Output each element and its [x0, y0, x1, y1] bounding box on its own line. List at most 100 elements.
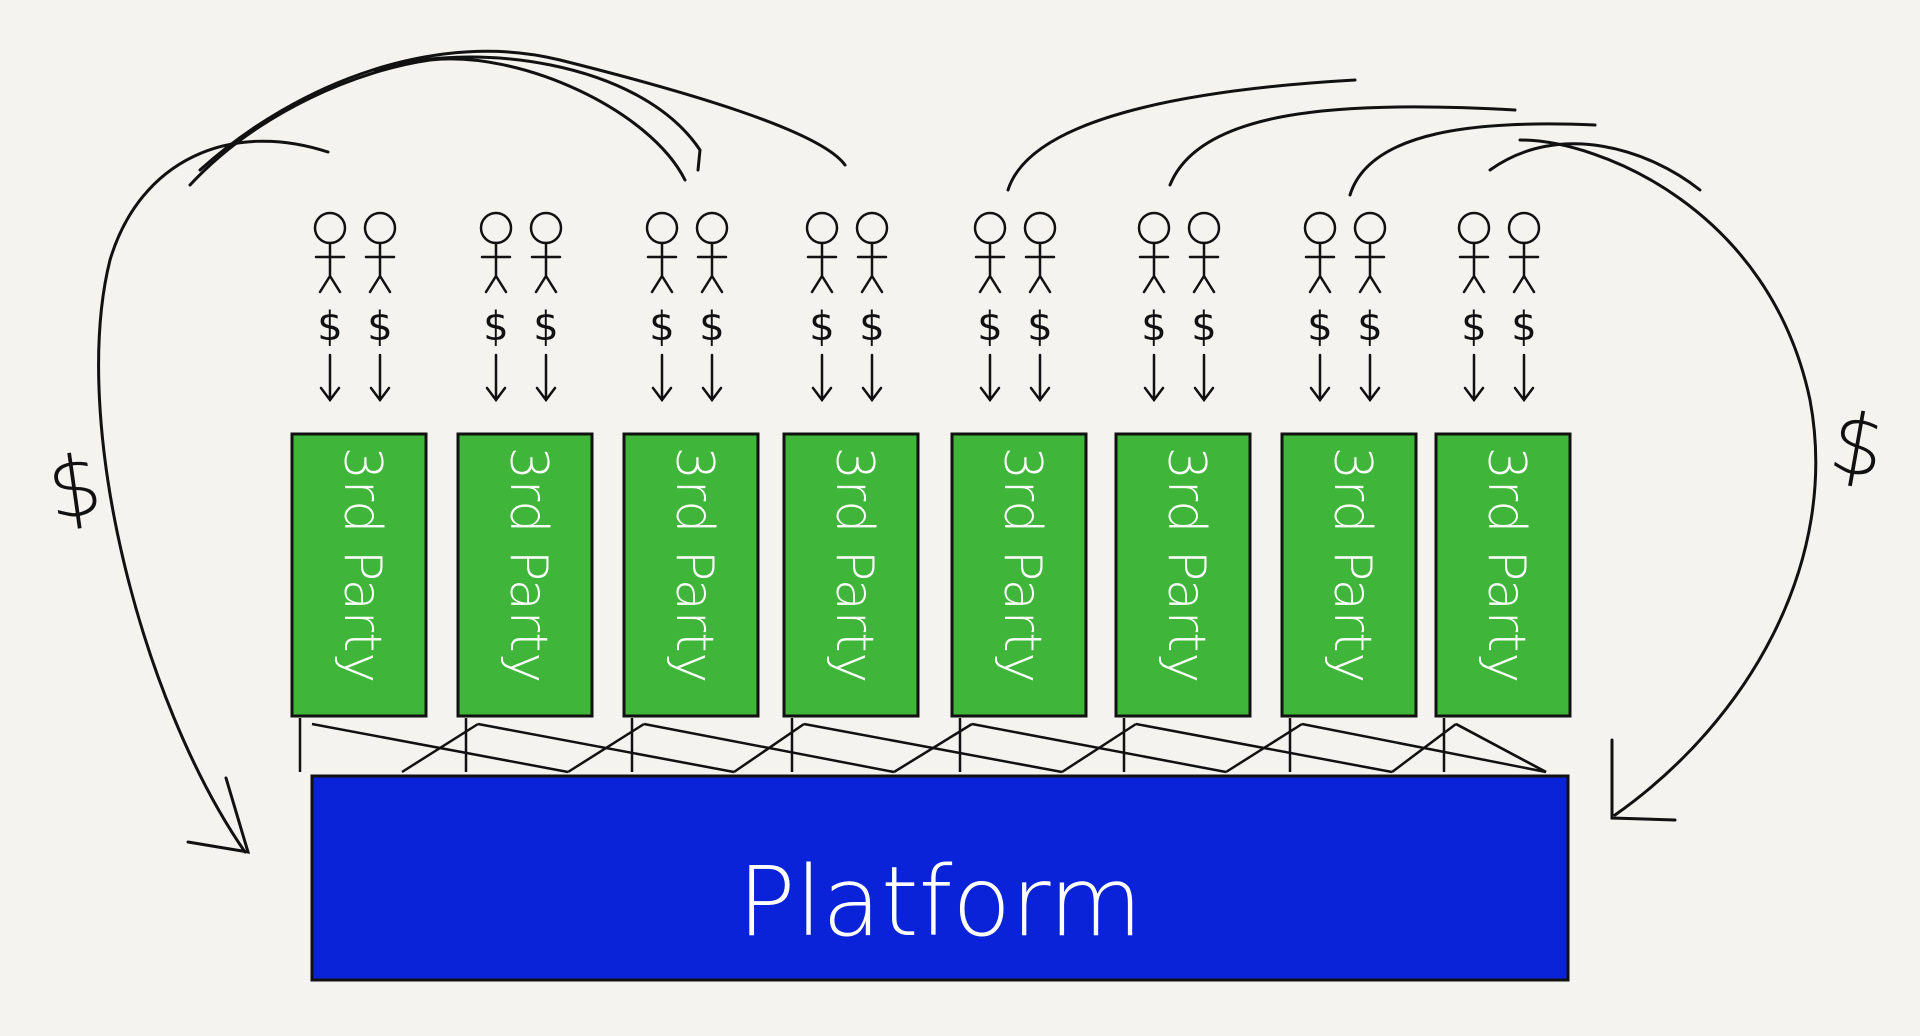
user-body: [364, 241, 396, 294]
user-head: [1187, 211, 1221, 245]
user-figure: $: [1303, 211, 1337, 403]
user-body: [314, 241, 346, 294]
left-flow-arrow-head: [186, 776, 251, 854]
user-head: [805, 211, 839, 245]
user-payment-arrow: [535, 353, 557, 403]
user-payment-label: $: [1141, 304, 1166, 350]
user-body: [856, 241, 888, 294]
user-payment-arrow: [485, 353, 507, 403]
network-arc: [1488, 142, 1702, 192]
user-payment-label: $: [533, 304, 558, 350]
user-body: [806, 241, 838, 294]
third-party-label: 3rd Party: [498, 447, 558, 684]
user-head: [1353, 211, 1387, 245]
third-party-rect: [1280, 432, 1418, 718]
user-payment-label: $: [699, 304, 724, 350]
third-party-rect: [456, 432, 594, 718]
third-party-rect: [290, 432, 428, 718]
third-party-rect: [622, 432, 760, 718]
user-payment-label: $: [809, 304, 834, 350]
user-body: [1354, 241, 1386, 294]
third-party-label: 3rd Party: [1322, 447, 1382, 684]
user-head: [973, 211, 1007, 245]
user-figure: $: [645, 211, 679, 403]
third-party-label: 3rd Party: [824, 447, 884, 684]
user-payment-arrow: [1029, 353, 1051, 403]
network-arc: [1006, 78, 1357, 192]
user-payment-label: $: [859, 304, 884, 350]
platform-label: Platform: [738, 846, 1143, 958]
user-payment-arrow: [1359, 353, 1381, 403]
right-flow-arrow-head: [1610, 738, 1677, 822]
user-head: [1303, 211, 1337, 245]
user-head: [529, 211, 563, 245]
network-arc: [373, 55, 702, 172]
user-figure: $: [1457, 211, 1491, 403]
user-payment-label: $: [1357, 304, 1382, 350]
user-payment-arrow: [651, 353, 673, 403]
user-figure: $: [529, 211, 563, 403]
user-figure: $: [1023, 211, 1057, 403]
user-figure: $: [479, 211, 513, 403]
connector-line: [1391, 723, 1457, 773]
connector-line: [567, 722, 645, 774]
user-body: [1138, 241, 1170, 294]
user-payment-label: $: [1307, 304, 1332, 350]
user-payment-label: $: [483, 304, 508, 350]
right-flow-arrow: [1518, 138, 1818, 817]
third-party-rect: [1434, 432, 1572, 718]
connector-line: [1455, 722, 1547, 774]
user-head: [479, 211, 513, 245]
user-head: [1137, 211, 1171, 245]
user-head: [1023, 211, 1057, 245]
user-head: [1457, 211, 1491, 245]
third-party-label: 3rd Party: [1476, 447, 1536, 684]
user-head: [1507, 211, 1541, 245]
third-party-label: 3rd Party: [1156, 447, 1216, 684]
third-party-label: 3rd Party: [992, 447, 1052, 684]
user-payment-arrow: [701, 353, 723, 403]
user-payment-label: $: [1027, 304, 1052, 350]
third-party-box: 3rd Party: [782, 432, 920, 718]
left-flow-label: $: [41, 435, 108, 539]
right-flow-label: $: [1823, 392, 1893, 498]
interconnect-layer: [298, 718, 1547, 774]
user-body: [1458, 241, 1490, 294]
platform-rect: [310, 774, 1570, 982]
user-body: [1508, 241, 1540, 294]
network-arc: [188, 57, 687, 187]
third-party-box: 3rd Party: [1280, 432, 1418, 718]
platform-block: Platform: [310, 774, 1570, 982]
connector-line: [733, 722, 805, 774]
user-head: [695, 211, 729, 245]
user-body: [696, 241, 728, 294]
user-head: [363, 211, 397, 245]
third-party-box: 3rd Party: [622, 432, 760, 718]
connector-line: [1225, 722, 1303, 774]
user-figure: $: [363, 211, 397, 403]
network-arc: [1348, 122, 1597, 197]
user-payment-label: $: [649, 304, 674, 350]
user-payment-label: $: [1191, 304, 1216, 350]
user-figure: $: [313, 211, 347, 403]
users-layer: $$$$$$$$$$$$$$$$: [313, 211, 1541, 403]
user-payment-arrow: [1463, 353, 1485, 403]
user-body: [974, 241, 1006, 294]
third-party-box: 3rd Party: [1434, 432, 1572, 718]
left-flow-arrow: [97, 139, 330, 854]
third-party-rect: [950, 432, 1088, 718]
user-body: [1188, 241, 1220, 294]
user-figure: $: [1187, 211, 1221, 403]
user-body: [1024, 241, 1056, 294]
user-payment-label: $: [317, 304, 342, 350]
user-payment-arrow: [1513, 353, 1535, 403]
user-body: [1304, 241, 1336, 294]
user-figure: $: [1137, 211, 1171, 403]
user-payment-label: $: [977, 304, 1002, 350]
user-payment-arrow: [861, 353, 883, 403]
user-body: [646, 241, 678, 294]
user-figure: $: [855, 211, 889, 403]
user-head: [313, 211, 347, 245]
user-payment-arrow: [1143, 353, 1165, 403]
